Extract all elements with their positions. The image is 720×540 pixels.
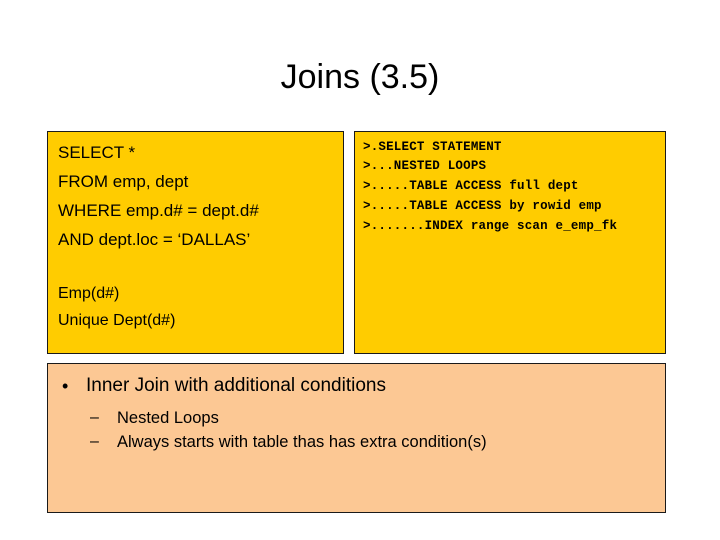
plan-line-table-access-rowid-emp: >.....TABLE ACCESS by rowid emp	[363, 199, 602, 213]
notes-bullet-text: Inner Join with additional conditions	[86, 375, 386, 396]
notes-bullet-row: • Inner Join with additional conditions	[62, 373, 652, 399]
sql-line-where: WHERE emp.d# = dept.d#	[58, 201, 259, 220]
page-title: Joins (3.5)	[280, 58, 440, 96]
plan-line-index-range-scan: >.......INDEX range scan e_emp_fk	[363, 219, 618, 233]
plan-line-table-access-full-dept: >.....TABLE ACCESS full dept	[363, 179, 579, 193]
notes-box: • Inner Join with additional conditions …	[47, 363, 666, 513]
sql-line-select: SELECT *	[58, 143, 136, 162]
notes-sub-row: – Always starts with table thas has extr…	[90, 430, 650, 454]
dash-marker-icon: –	[90, 433, 99, 450]
execution-plan-box: >.SELECT STATEMENT >...NESTED LOOPS >...…	[354, 131, 666, 354]
bullet-point-icon: •	[62, 376, 69, 396]
notes-sub-row: – Nested Loops	[90, 406, 650, 430]
plan-line-nested-loops: >...NESTED LOOPS	[363, 159, 487, 173]
sql-query-box: SELECT * FROM emp, dept WHERE emp.d# = d…	[47, 131, 344, 354]
sql-note-emp: Emp(d#)	[58, 285, 120, 302]
notes-sub-text-always-starts: Always starts with table thas has extra …	[117, 433, 487, 451]
plan-line-select-statement: >.SELECT STATEMENT	[363, 140, 502, 154]
sql-note-unique-dept: Unique Dept(d#)	[58, 312, 176, 329]
notes-sub-text-nested-loops: Nested Loops	[117, 409, 219, 427]
sql-line-from: FROM emp, dept	[58, 172, 189, 191]
sql-line-and: AND dept.loc = ‘DALLAS’	[58, 230, 251, 249]
dash-marker-icon: –	[90, 409, 99, 426]
